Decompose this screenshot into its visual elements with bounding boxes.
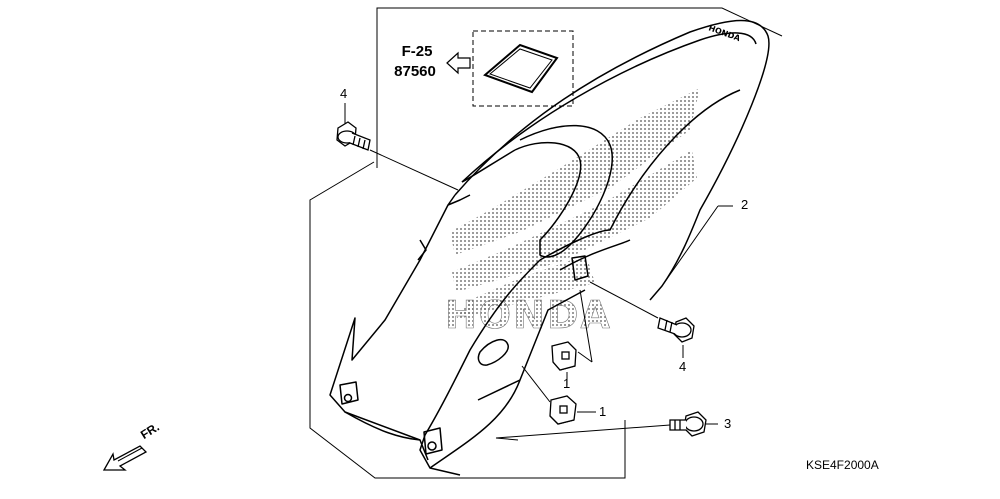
diagram-code: KSE4F2000A bbox=[806, 458, 879, 472]
clip-nut-lower bbox=[549, 395, 577, 425]
front-direction-arrow bbox=[102, 445, 148, 471]
reference-part-number: 87560 bbox=[394, 63, 436, 80]
fender-decal: HONDA bbox=[707, 23, 742, 43]
callout-1-upper: 1 bbox=[563, 376, 571, 391]
callout-2: 2 bbox=[741, 197, 749, 212]
flange-bolt-right bbox=[657, 317, 695, 343]
callout-4-right: 4 bbox=[679, 359, 687, 374]
callout-3: 3 bbox=[724, 416, 732, 431]
leader-lines bbox=[344, 103, 733, 441]
honda-watermark-text: HONDA bbox=[445, 293, 612, 337]
callout-1-lower: 1 bbox=[599, 404, 607, 419]
flange-bolt-top-left bbox=[336, 121, 371, 151]
callout-4-top: 4 bbox=[340, 86, 348, 101]
flange-bolt-bottom bbox=[669, 411, 707, 437]
reference-arrow bbox=[446, 51, 471, 75]
reference-box bbox=[472, 30, 574, 107]
rear-fender bbox=[329, 19, 770, 476]
reference-section: F-25 bbox=[401, 43, 433, 60]
clip-nut-upper bbox=[551, 341, 577, 371]
